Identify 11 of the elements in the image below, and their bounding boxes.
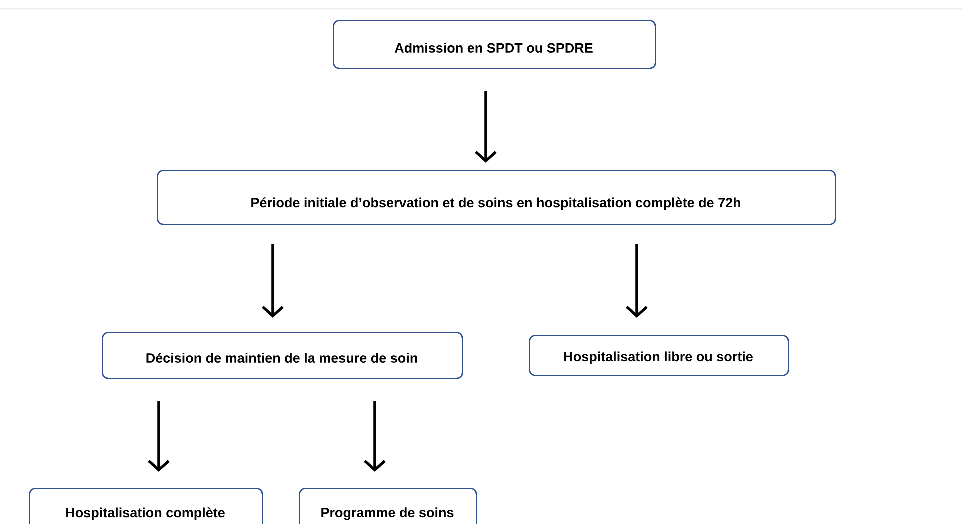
arrow: [626, 244, 648, 318]
process-box: Hospitalisation libre ou sortie: [529, 335, 790, 376]
process-box: Hospitalisation complète: [29, 488, 264, 524]
arrow: [148, 401, 170, 472]
process-box: Décision de maintien de la mesure de soin: [102, 332, 464, 380]
process-box: Période initiale d’observation et de soins en hospitalisation complète de 72h: [157, 170, 836, 226]
arrow: [364, 401, 386, 472]
process-box: Programme de soins: [299, 488, 478, 524]
arrow: [475, 91, 497, 163]
arrow: [262, 244, 284, 318]
process-box: Admission en SPDT ou SPDRE: [333, 20, 656, 70]
